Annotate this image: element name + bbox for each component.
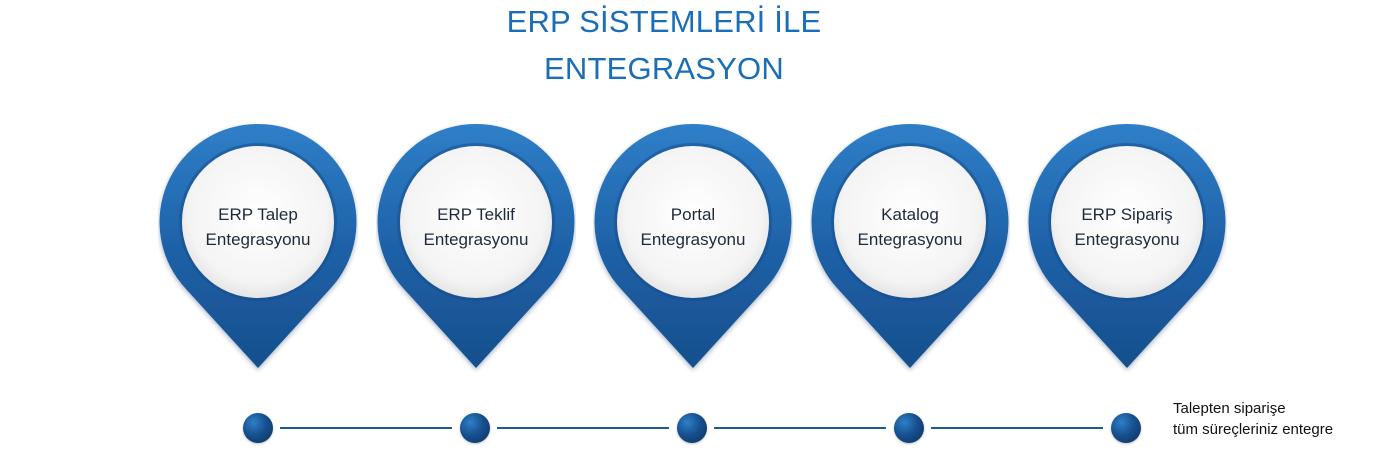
pin-erp-siparis: ERP Sipariş Entegrasyonu bbox=[1027, 124, 1227, 374]
pin-label-line-2: Entegrasyonu bbox=[423, 230, 529, 249]
map-pin-icon bbox=[594, 124, 792, 368]
map-pin-icon bbox=[1028, 124, 1226, 368]
timeline-dot bbox=[677, 413, 707, 443]
pin-label-line-2: Entegrasyonu bbox=[205, 230, 311, 249]
pin-label-line-2: Entegrasyonu bbox=[1074, 230, 1180, 249]
page-title-line-2: ENTEGRASYON bbox=[544, 51, 784, 86]
pin-label-line-1: ERP Teklif bbox=[437, 205, 515, 224]
pin-label: Portal Entegrasyonu bbox=[613, 202, 773, 252]
timeline-dot bbox=[243, 413, 273, 443]
pin-erp-talep: ERP Talep Entegrasyonu bbox=[158, 124, 358, 374]
timeline-connector bbox=[497, 427, 669, 429]
pin-label-line-1: Katalog bbox=[881, 205, 939, 224]
timeline-note-line-1: Talepten siparişe bbox=[1173, 400, 1286, 417]
timeline-note: Talepten siparişe tüm süreçleriniz enteg… bbox=[1173, 398, 1373, 440]
timeline-dot bbox=[460, 413, 490, 443]
timeline-connector bbox=[931, 427, 1103, 429]
pin-katalog: Katalog Entegrasyonu bbox=[810, 124, 1010, 374]
pin-portal: Portal Entegrasyonu bbox=[593, 124, 793, 374]
pin-erp-teklif: ERP Teklif Entegrasyonu bbox=[376, 124, 576, 374]
pin-label-line-2: Entegrasyonu bbox=[857, 230, 963, 249]
timeline-note-line-2: tüm süreçleriniz entegre bbox=[1173, 421, 1334, 438]
timeline-dot bbox=[1111, 413, 1141, 443]
pin-label: ERP Talep Entegrasyonu bbox=[178, 202, 338, 252]
map-pin-icon bbox=[377, 124, 575, 368]
pin-label: ERP Teklif Entegrasyonu bbox=[396, 202, 556, 252]
timeline-connector bbox=[714, 427, 886, 429]
timeline-connector bbox=[280, 427, 452, 429]
timeline-dot bbox=[894, 413, 924, 443]
map-pin-icon bbox=[811, 124, 1009, 368]
pin-label-line-2: Entegrasyonu bbox=[640, 230, 746, 249]
pin-label: ERP Sipariş Entegrasyonu bbox=[1047, 202, 1207, 252]
pin-label-line-1: ERP Sipariş bbox=[1081, 205, 1173, 224]
page-title-line-1: ERP SİSTEMLERİ İLE bbox=[506, 4, 822, 39]
pin-label-line-1: Portal bbox=[670, 205, 716, 224]
pin-label: Katalog Entegrasyonu bbox=[830, 202, 990, 252]
map-pin-icon bbox=[159, 124, 357, 368]
pin-label-line-1: ERP Talep bbox=[218, 205, 298, 224]
